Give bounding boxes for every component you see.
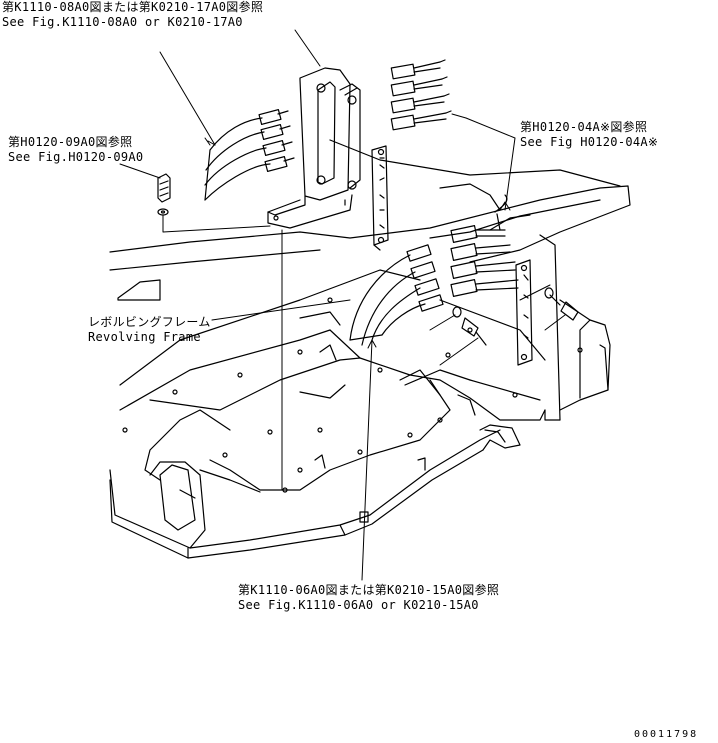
valve-mounting-bracket: [267, 67, 361, 229]
upper-right-hose-fittings: [390, 59, 452, 131]
ref-label-bottom-jp: 第K1110-06A0図または第K0210-15A0図参照: [238, 583, 500, 597]
document-number: 00011798: [634, 729, 699, 740]
ref-label-top-left: 第K1110-08A0図または第K0210-17A0図参照 See Fig.K1…: [2, 0, 263, 30]
right-hose-fittings: [450, 194, 519, 297]
leader-lines: [119, 29, 566, 581]
revolving-frame: [109, 139, 631, 559]
right-clamp-bar: [515, 259, 533, 366]
ref-label-left-mid-jp: 第H0120-09A0図参照: [8, 135, 133, 149]
upper-left-hose-fittings: [204, 108, 295, 201]
ref-label-left-mid-en: See Fig.H0120-09A0: [8, 150, 144, 164]
bolts-and-washers: [157, 173, 579, 346]
frame-label-en: Revolving Frame: [88, 330, 201, 344]
ref-label-left-mid: 第H0120-09A0図参照 See Fig.H0120-09A0: [8, 135, 143, 165]
frame-label-jp: レボルビングフレーム: [88, 315, 211, 329]
ref-label-bottom-en: See Fig.K1110-06A0 or K0210-15A0: [238, 598, 479, 612]
lower-center-hose-fittings: [349, 244, 444, 346]
ref-label-right-top: 第H0120-04A※図参照 See Fig H0120-04A※: [520, 120, 658, 150]
ref-label-top-left-jp: 第K1110-08A0図または第K0210-17A0図参照: [2, 0, 264, 14]
ref-label-right-top-en: See Fig H0120-04A※: [520, 135, 659, 149]
ref-label-top-left-en: See Fig.K1110-08A0 or K0210-17A0: [2, 15, 243, 29]
frame-label: レボルビングフレーム Revolving Frame: [88, 315, 211, 345]
center-clamp-bar: [371, 145, 389, 251]
ref-label-right-top-jp: 第H0120-04A※図参照: [520, 120, 648, 134]
ref-label-bottom: 第K1110-06A0図または第K0210-15A0図参照 See Fig.K1…: [238, 583, 499, 613]
